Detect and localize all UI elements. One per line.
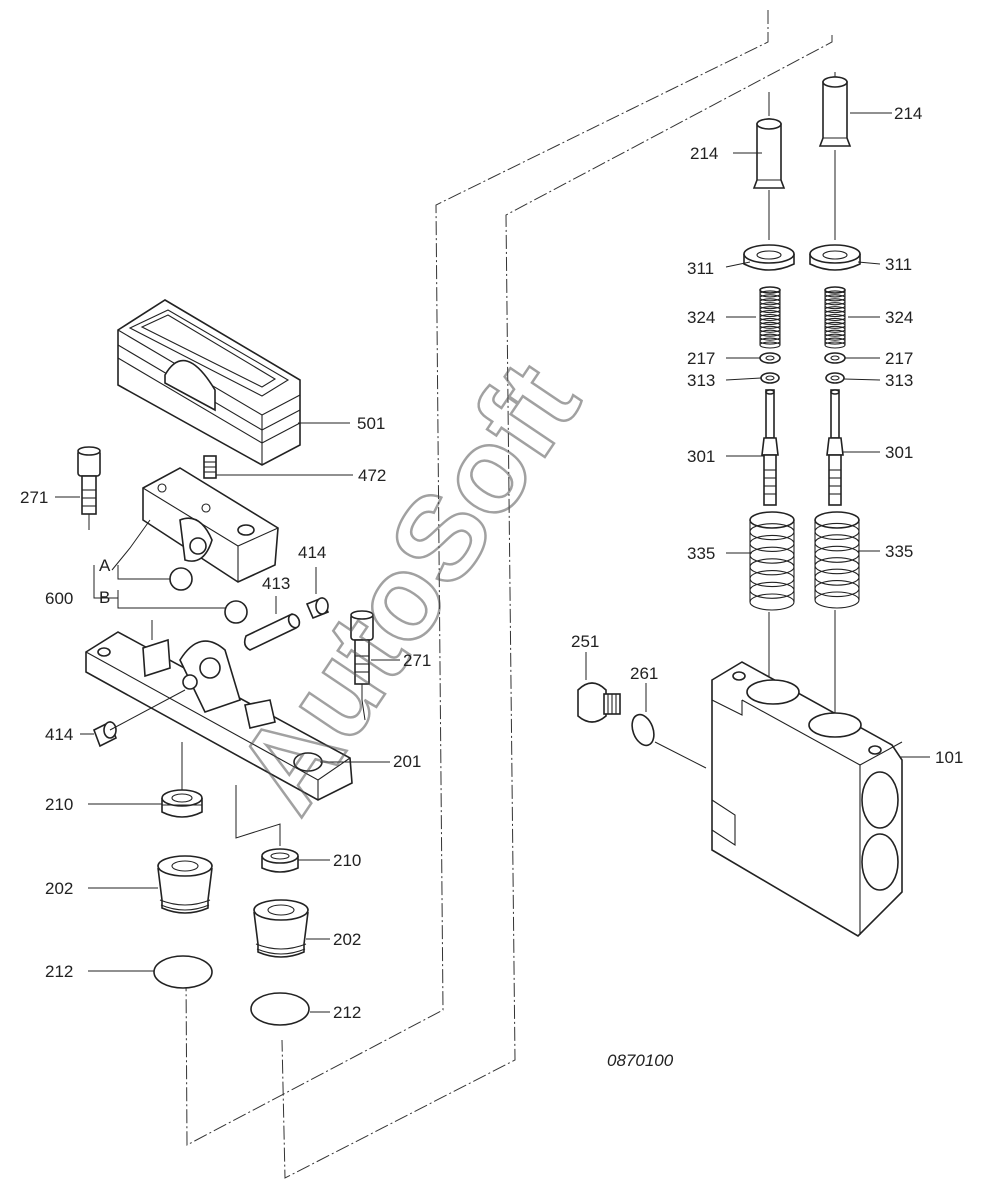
spring-coil	[814, 591, 860, 609]
washer-217-left	[759, 352, 781, 364]
label-214-right: 214	[894, 104, 922, 123]
casing-101	[711, 661, 903, 938]
bushing-202-right	[253, 899, 309, 958]
seal-210-right	[261, 848, 299, 873]
label-212-left: 212	[45, 962, 73, 981]
washer-217-right	[824, 352, 846, 364]
label-414-left: 414	[45, 725, 73, 744]
ring-313-right	[825, 372, 845, 384]
label-313-right: 313	[885, 371, 913, 390]
fitting-472	[203, 455, 217, 479]
ring-313-left	[760, 372, 780, 384]
o-ring-212-right	[250, 992, 310, 1026]
boot-501	[117, 299, 301, 466]
spring-324-left	[759, 286, 781, 349]
label-214-left: 214	[690, 144, 718, 163]
ball-b	[224, 600, 248, 624]
assembly-frame-lines	[185, 10, 833, 1179]
label-210-left: 210	[45, 795, 73, 814]
label-202-right: 202	[333, 930, 361, 949]
label-301-left: 301	[687, 447, 715, 466]
label-212-right: 212	[333, 1003, 361, 1022]
spring-335-right	[814, 511, 860, 609]
label-217-right: 217	[885, 349, 913, 368]
label-335-right: 335	[885, 542, 913, 561]
seal-210-left	[161, 789, 203, 818]
label-324-right: 324	[885, 308, 913, 327]
label-271-top: 271	[20, 488, 48, 507]
drawing-code: 0870100	[607, 1051, 674, 1070]
spool-301-left	[761, 389, 779, 506]
bushing-202-left	[157, 855, 213, 914]
bushing-414-left	[92, 720, 118, 748]
axis-lines	[768, 72, 836, 715]
spool-301-right	[826, 389, 844, 506]
bushing-414-right	[305, 596, 330, 620]
plug-251	[577, 682, 621, 723]
label-301-right: 301	[885, 443, 913, 462]
plug-311-left	[743, 244, 795, 271]
label-414-right: 414	[298, 543, 326, 562]
label-202-left: 202	[45, 879, 73, 898]
label-600: 600	[45, 589, 73, 608]
cam-600	[142, 467, 279, 583]
label-313-left: 313	[687, 371, 715, 390]
label-600-b: B	[99, 588, 110, 607]
label-600-a: A	[99, 556, 111, 575]
spring-324-right	[824, 286, 846, 349]
label-210-right: 210	[333, 851, 361, 870]
label-324-left: 324	[687, 308, 715, 327]
label-201: 201	[393, 752, 421, 771]
leader-lines	[55, 112, 930, 1013]
bolt-271-top	[77, 446, 101, 515]
plate-201	[85, 631, 353, 801]
label-261: 261	[630, 664, 658, 683]
spring-coil	[749, 593, 795, 611]
label-335-left: 335	[687, 544, 715, 563]
label-501: 501	[357, 414, 385, 433]
label-472: 472	[358, 466, 386, 485]
plug-311-right	[809, 244, 861, 271]
label-217-left: 217	[687, 349, 715, 368]
spring-coil	[759, 341, 781, 349]
pin-413	[243, 613, 301, 651]
label-101: 101	[935, 748, 963, 767]
label-271-mid: 271	[403, 651, 431, 670]
left-axis-lines	[88, 514, 366, 846]
spring-335-left	[749, 511, 795, 611]
ball-a	[169, 567, 193, 591]
o-ring-212-left	[153, 955, 213, 989]
label-413: 413	[262, 574, 290, 593]
label-311-left: 311	[687, 259, 714, 278]
part-labels: 214 214 311 311 324 324 217 217 313 313 …	[20, 104, 963, 1070]
pusher-214-left	[752, 118, 786, 189]
label-311-right: 311	[885, 255, 912, 274]
label-251: 251	[571, 632, 599, 651]
pusher-214-right	[818, 76, 852, 147]
o-ring-261	[631, 713, 707, 769]
spring-coil	[824, 341, 846, 349]
